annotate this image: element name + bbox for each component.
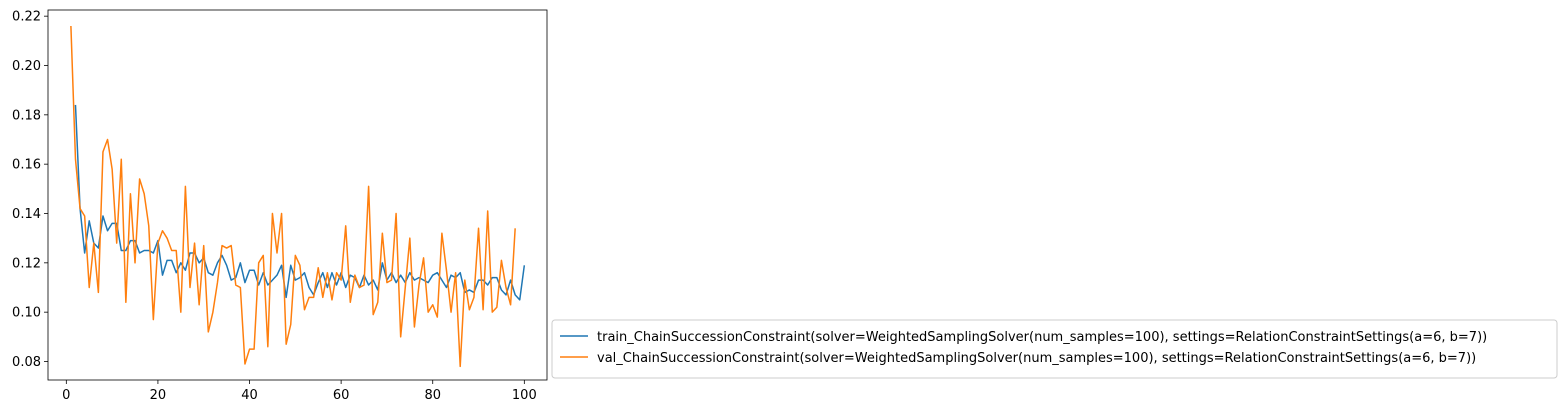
x-tick-label: 80 — [424, 388, 441, 403]
x-tick-label: 100 — [512, 388, 537, 403]
legend-label-val: val_ChainSuccessionConstraint(solver=Wei… — [597, 351, 1476, 366]
series-line-1 — [70, 26, 516, 368]
plot-area-frame — [47, 9, 548, 381]
x-tick-label: 0 — [62, 388, 70, 403]
y-tick-label: 0.10 — [12, 306, 41, 321]
x-tick-label: 60 — [333, 388, 350, 403]
legend: train_ChainSuccessionConstraint(solver=W… — [551, 319, 1558, 379]
legend-label-train: train_ChainSuccessionConstraint(solver=W… — [597, 330, 1487, 345]
plot-lines — [70, 26, 526, 368]
y-tick-label: 0.16 — [12, 158, 41, 173]
x-tick-label: 40 — [241, 388, 258, 403]
y-tick-label: 0.12 — [12, 256, 41, 271]
y-tick-label: 0.22 — [12, 10, 41, 25]
x-axis: 0 20 40 60 80 100 — [62, 380, 537, 403]
y-tick-label: 0.14 — [12, 207, 41, 222]
y-tick-label: 0.20 — [12, 59, 41, 74]
y-axis: 0.08 0.10 0.12 0.14 0.16 0.18 0.20 0.22 — [12, 10, 48, 370]
y-tick-label: 0.08 — [12, 355, 41, 370]
x-tick-label: 20 — [150, 388, 167, 403]
y-tick-label: 0.18 — [12, 108, 41, 123]
legend-box — [551, 319, 1558, 379]
